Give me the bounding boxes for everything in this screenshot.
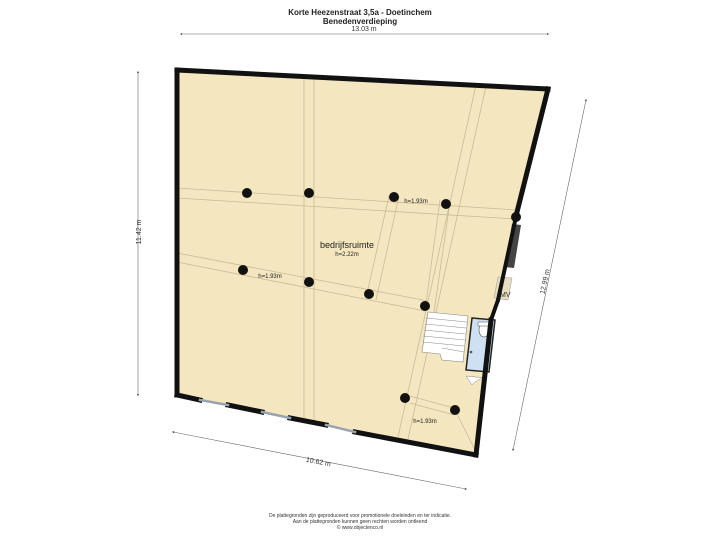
column [389, 192, 399, 202]
floor-area [177, 70, 548, 455]
copyright-link[interactable]: © www.objectenco.nl [336, 525, 384, 531]
dimension-right-label: 12.99 m [539, 268, 551, 294]
room-name: bedrijfsruimte [320, 240, 374, 250]
column [511, 212, 521, 222]
disclaimer-line-1: De plattegronden zijn geproduceerd voor … [268, 513, 452, 519]
column [400, 393, 410, 403]
staircase [421, 311, 469, 363]
room-height: h=2.22m [335, 252, 359, 258]
columns [238, 188, 521, 415]
column [242, 188, 252, 198]
dimension-bottom: 10.62 m [171, 431, 468, 490]
column [364, 289, 374, 299]
dimension-left: 11.42 m [136, 70, 143, 397]
dimension-left-label: 11.42 m [136, 219, 143, 244]
walls [174, 67, 552, 458]
disclaimer-line-2: Aan de plattegronden kunnen geen rechten… [292, 519, 428, 525]
beam-height-middle-left: h=1.93m [258, 274, 282, 280]
column [420, 301, 430, 311]
beams [176, 77, 518, 453]
dimension-top: 13.03 m [179, 26, 550, 36]
disclaimer: De plattegronden zijn geproduceerd voor … [0, 513, 720, 531]
mv-label: MV [500, 292, 511, 299]
column [441, 199, 451, 209]
plan-title: Korte Heezenstraat 3,5a - Doetinchem Ben… [0, 8, 720, 26]
floor-title: Benedenverdieping [322, 17, 398, 26]
dimension-bottom-label: 10.62 m [305, 457, 331, 469]
dimension-top-label: 13.03 m [351, 26, 376, 33]
column [450, 405, 460, 415]
column [304, 188, 314, 198]
beam-height-bottom-right: h=1.93m [413, 419, 437, 425]
address-title: Korte Heezenstraat 3,5a - Doetinchem [288, 8, 432, 17]
beam-height-upper-right: h=1.93m [404, 199, 428, 205]
column [238, 265, 248, 275]
column [304, 277, 314, 287]
